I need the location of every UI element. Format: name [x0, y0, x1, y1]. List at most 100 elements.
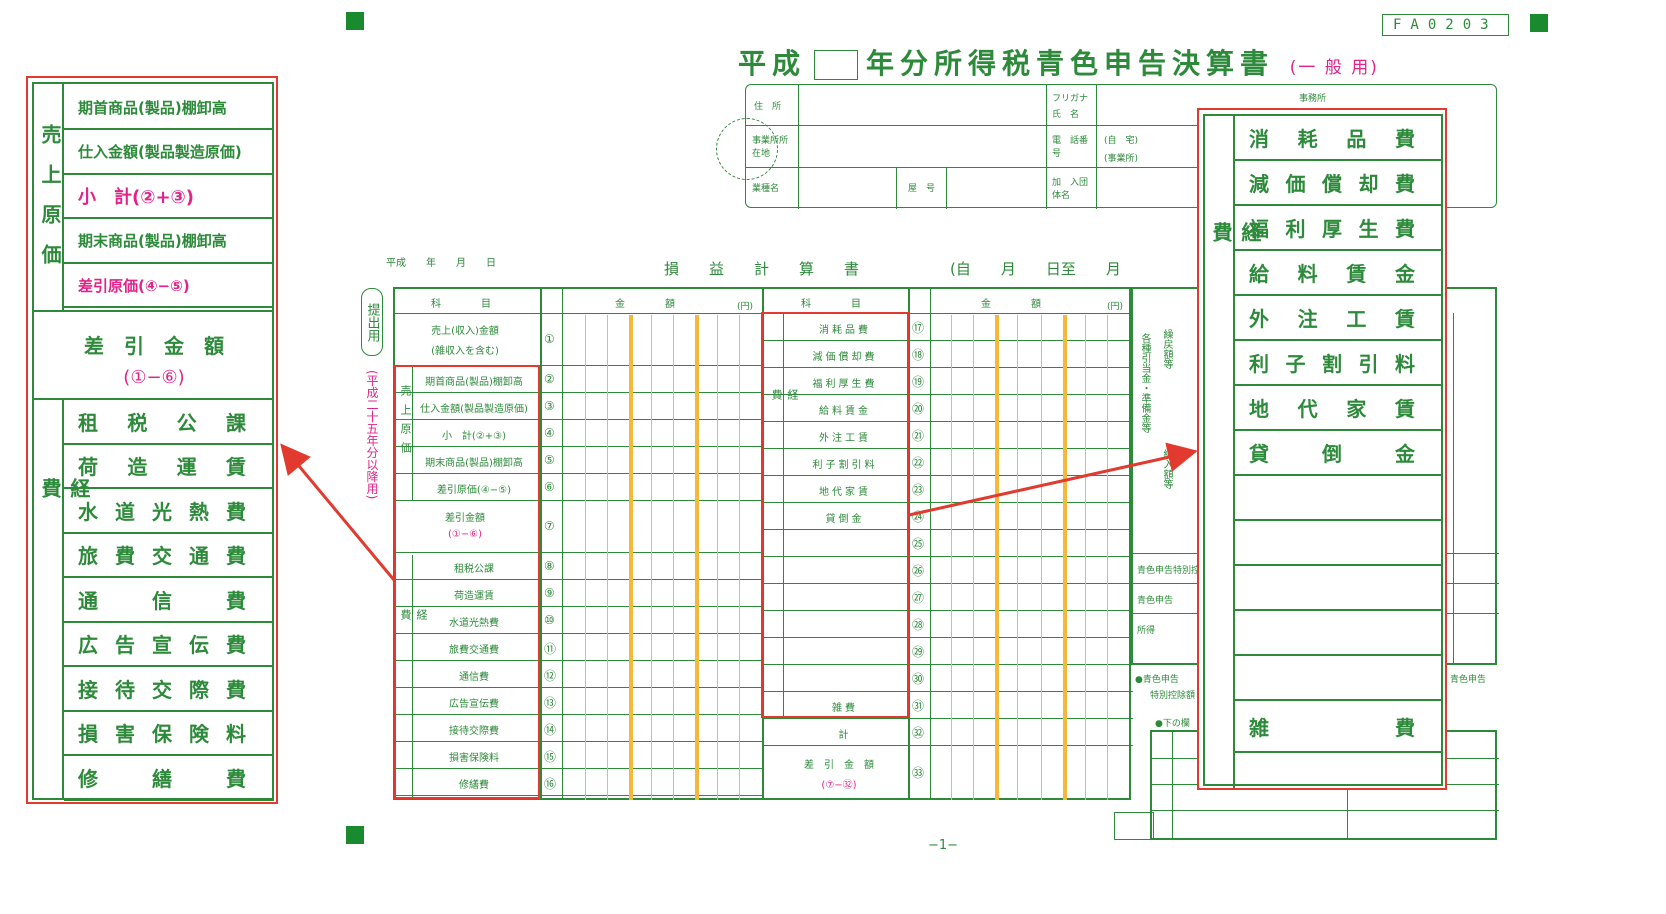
zoom-left-cost-label: 差引原価(④−⑤)	[78, 276, 190, 295]
zoom-left-diff-row: 差 引 金 額 (①−⑥)	[34, 310, 274, 400]
left-item-row[interactable]: 差引金額(①−⑥)⑦	[395, 501, 762, 553]
submit-label: 提出用	[361, 288, 383, 356]
mid-item-row[interactable]: ㉚	[764, 665, 1133, 692]
title-main: 年分所得税青色申告決算書	[866, 47, 1275, 80]
zoom-right-expense-row	[1235, 566, 1443, 611]
zoom-right-expense-row: 地代家賃	[1235, 386, 1443, 431]
zoom-right-expense-row: 給料賃金	[1235, 251, 1443, 296]
mid-item-number: ㉑	[912, 429, 925, 443]
cost-group-label: 売上原価	[399, 385, 412, 461]
zoom-left-expense-row: 旅費交通費	[64, 534, 274, 578]
header-item-left: 科 目	[431, 299, 491, 310]
mid-item-label: 消耗品費	[819, 325, 871, 336]
zoom-left-expense-label: 接待交際費	[78, 677, 260, 702]
zoom-left-cost-label: 仕入金額(製品製造原価)	[78, 143, 242, 161]
zoom-left-expense-label: 水道光熱費	[78, 499, 260, 524]
mid-item-label: 雑費	[832, 703, 858, 714]
zoom-left-expense-row: 広告宣伝費	[64, 623, 274, 667]
left-item-row[interactable]: 売上(収入)金額(雑収入を含む)①	[395, 314, 762, 366]
zoom-left-cost-group: 売上原価	[38, 124, 62, 284]
left-item-number: ④	[544, 425, 555, 440]
left-item-number: ⑥	[544, 479, 555, 494]
mid-item-row[interactable]: 消耗品費 ⑰	[764, 314, 1133, 341]
zoom-panel-left: 売上原価 期首商品(製品)棚卸高仕入金額(製品製造原価)小 計(②+③)期末商品…	[26, 76, 278, 804]
mid-diff-row[interactable]: 差 引 金 額 (⑦−㉜) ㉝	[764, 746, 1133, 800]
zoom-left-expense-row: 通信費	[64, 578, 274, 623]
page-number: −1−	[928, 838, 959, 853]
registration-mark-bottom-left	[346, 826, 364, 844]
zoom-right-expense-row: 貸倒金	[1235, 431, 1443, 476]
zoom-left-expense-label: 荷造運賃	[78, 455, 260, 480]
year-blank-field[interactable]	[814, 50, 859, 80]
mid-item-number: ㉒	[912, 456, 925, 470]
left-item-row[interactable]: 差引原価(④−⑤)⑥	[395, 474, 762, 501]
mid-item-row[interactable]: ㉗	[764, 584, 1133, 611]
form-code: FA0203	[1382, 14, 1509, 36]
mid-item-number: ㉛	[912, 699, 925, 713]
mid-item-label: 福利厚生費	[812, 379, 878, 390]
mid-item-row[interactable]: ㉕	[764, 530, 1133, 557]
zoom-right-expense-label: 利子割引料	[1249, 352, 1429, 376]
mid-diff-label: 差 引 金 額	[804, 760, 874, 771]
zoom-left-cost-row: 期首商品(製品)棚卸高	[64, 86, 274, 130]
yen-unit-left: (円)	[737, 302, 754, 312]
reversal-label: 繰戻額等	[1161, 329, 1172, 369]
left-item-label: 差引金額	[445, 513, 485, 524]
blue-deduction-label: 青色申告特別控除	[1137, 566, 1210, 576]
mid-item-label: 地代家賃	[819, 487, 871, 498]
mid-item-label: 利子割引料	[812, 460, 878, 471]
left-item-label: 広告宣伝費	[449, 699, 499, 710]
mid-item-row[interactable]: 利子割引料 ㉒	[764, 449, 1133, 476]
mid-item-row[interactable]: ㉘	[764, 611, 1133, 638]
mid-item-number: ⑰	[912, 321, 925, 335]
mid-item-row[interactable]: ㉙	[764, 638, 1133, 665]
mid-item-row[interactable]: ㉖	[764, 557, 1133, 584]
title-prefix: 平成	[738, 47, 807, 80]
title-suffix: (一 般 用)	[1289, 58, 1379, 78]
zoom-left-cost-row: 差引原価(④−⑤)	[64, 264, 274, 308]
left-item-number: ⑨	[544, 585, 555, 600]
highlight-mid-section	[761, 312, 909, 718]
zoom-right-expense-row: 利子割引料	[1235, 341, 1443, 386]
header-amount-mid: 金 額	[981, 299, 1041, 310]
mid-item-label: 外注工賃	[819, 433, 871, 444]
mid-item-row[interactable]: 雑費 ㉛	[764, 692, 1133, 719]
zoom-right-expense-row	[1235, 476, 1443, 521]
mid-item-row[interactable]: 外注工賃 ㉑	[764, 422, 1133, 449]
left-item-note: (雑収入を含む)	[431, 346, 499, 357]
note-lower-column: ●下の欄	[1155, 719, 1190, 729]
zoom-right-expense-label: 雑費	[1249, 715, 1429, 740]
furigana-label: フリガナ	[1052, 94, 1089, 104]
left-item-label: 小 計(②+③)	[441, 431, 507, 442]
left-item-row[interactable]: 仕入金額(製品製造原価)③	[395, 393, 762, 420]
reserve-label: 各種引当金・準備金等	[1139, 333, 1150, 433]
era-note: (平成二十五年分以降用)	[365, 370, 379, 500]
left-item-row[interactable]: 小 計(②+③) ④	[395, 420, 762, 447]
mid-item-number: ⑱	[912, 348, 925, 362]
mid-item-number: ㉜	[912, 726, 925, 740]
zoom-right-expense-label: 給料賃金	[1249, 262, 1429, 286]
zoom-right-expense-label: 外注工賃	[1249, 307, 1429, 331]
left-item-number: ⑦	[544, 519, 555, 533]
statement-title: 損 益 計 算 書	[664, 260, 860, 278]
zoom-left-expense-label: 損害保険料	[78, 722, 260, 747]
business-label: 業種名	[752, 184, 780, 194]
zoom-right-expense-row	[1235, 521, 1443, 566]
zoom-right-expense-row: 減価償却費	[1235, 161, 1443, 206]
